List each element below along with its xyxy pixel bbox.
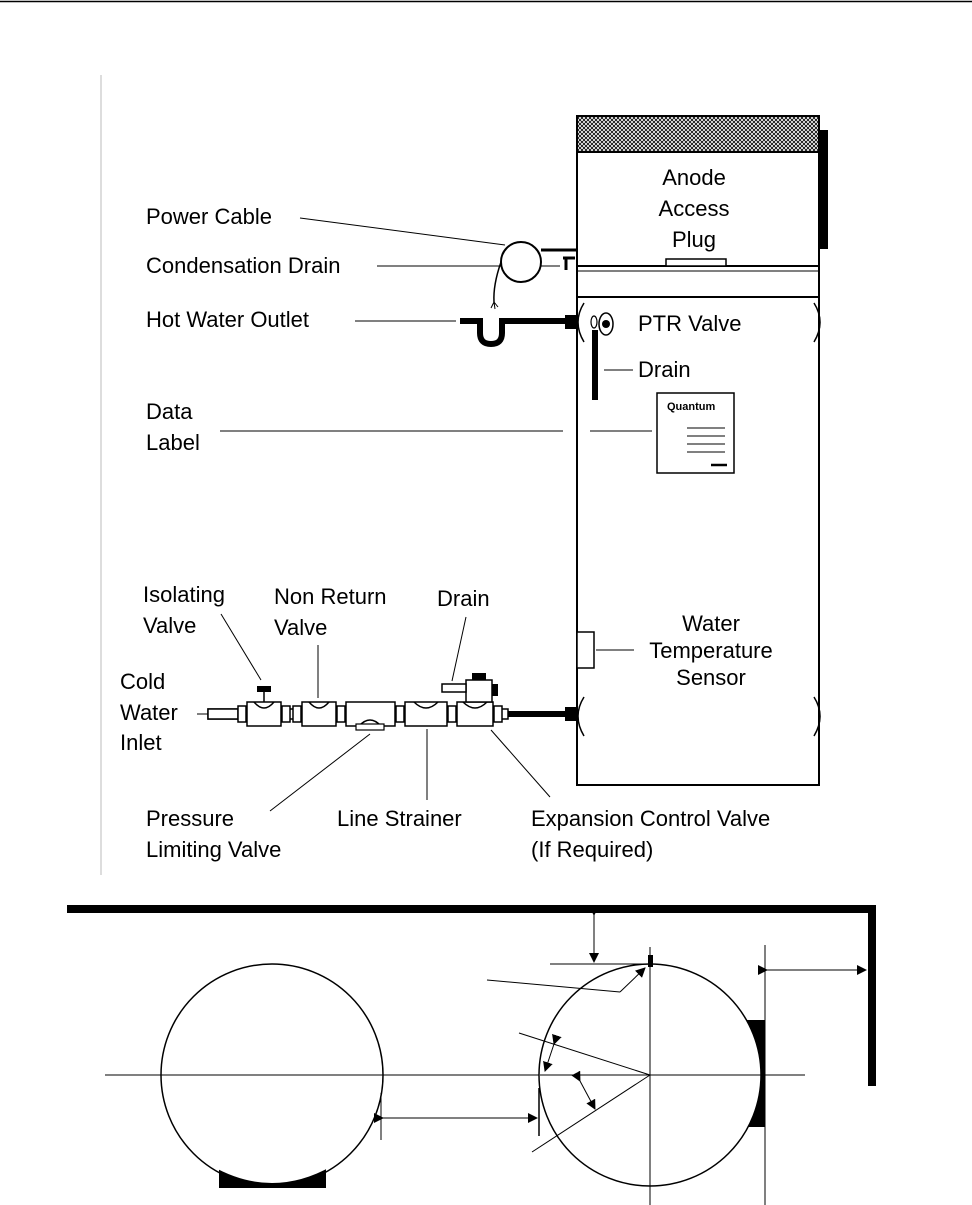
isolating-valve-label-2: Valve [143,613,196,638]
expansion-valve-body [456,701,494,727]
pressure-limiting-label-1: Pressure [146,806,234,831]
nut-4 [336,705,346,723]
expansion-valve-dome [462,701,488,709]
isolating-valve-dome [253,701,275,709]
top-grille [576,115,820,153]
fitting-right-bottom [813,696,821,737]
power-cable-coil [500,241,542,283]
drain-cock-outlet [441,683,467,693]
isolating-valve-body [246,701,282,727]
ptr-valve-label: PTR Valve [638,311,742,336]
hot-water-outlet-trap [460,318,566,348]
condensation-drain-label: Condensation Drain [146,253,340,278]
anode-plug [665,258,727,267]
angle-line-upper [518,1032,651,1076]
nut-3 [292,705,302,723]
isolating-valve-label-1: Isolating [143,582,225,607]
pressure-limiting-leader [269,733,371,812]
wall-right [868,905,876,1086]
nut-6 [447,705,457,723]
non-return-valve-body [301,701,337,727]
drain-cock-side [492,684,498,696]
expansion-valve-label-2: (If Required) [531,837,653,862]
pressure-limiting-valve-bottom [355,723,385,731]
nut-5 [395,705,405,723]
hot-water-outlet-label: Hot Water Outlet [146,307,309,332]
data-plate [656,392,735,474]
non-return-valve-label-1: Non Return [274,584,387,609]
anode-label-1: Anode [662,165,726,190]
angle-arrow-upper [543,1033,562,1072]
angle-line-lower [531,1074,651,1153]
data-label-line1: Data [146,399,193,424]
condensation-drain-stub [563,256,575,270]
temp-sensor-label-3: Sensor [676,665,746,690]
anode-label-2: Access [659,196,730,221]
angle-arrow-lower [571,1070,596,1110]
anode-label-3: Plug [672,227,716,252]
left-unit-base-mask [212,1166,332,1183]
fitting-left-top [577,302,585,343]
power-cable-ends [490,301,499,310]
power-cable-lead [493,261,502,303]
isolating-valve-handle [257,686,271,692]
fitting-right-top [813,302,821,343]
temp-sensor-label-1: Water [682,611,740,636]
cold-inlet-label-2: Water [120,700,178,725]
ptr-valve-stem [590,315,598,329]
upper-connections: Power Cable Condensation Drain Hot Water… [146,204,652,455]
right-unit-top-marker [648,955,653,967]
power-cable-label: Power Cable [146,204,272,229]
expansion-valve-label-1: Expansion Control Valve [531,806,770,831]
nut-1 [237,705,247,723]
cold-inlet-label-3: Inlet [120,730,162,755]
plan-view [67,905,876,1205]
temp-sensor-label-2: Temperature [649,638,773,663]
line-strainer-body [404,701,448,727]
power-cable-leader [299,217,506,246]
data-label-line2: Label [146,430,200,455]
data-plate-brand: Quantum [667,401,715,413]
line-strainer-dome [413,701,439,709]
inlet-pipe-stub [207,708,239,720]
drain-lower-label: Drain [437,586,490,611]
nut-7 [493,705,503,723]
cold-inlet-assembly: Cold Water Inlet [120,582,770,862]
cold-inlet-label-1: Cold [120,669,165,694]
nut-2 [281,705,291,723]
non-return-valve-dome [308,701,330,709]
ptr-valve-knob [602,320,610,328]
inlet-unit-fitting [565,707,576,721]
top-marker-pointer-tip [619,967,646,993]
expansion-valve-leader [490,729,551,798]
pressure-limiting-label-2: Limiting Valve [146,837,281,862]
isolating-valve-leader [220,613,262,681]
drain-lower-leader [451,616,467,682]
wall-top [67,905,876,913]
fitting-left-bottom [577,696,585,737]
hot-water-outlet-fitting [565,315,576,329]
drain-cock-handle [472,673,486,680]
top-marker-pointer [486,979,621,993]
side-panel [819,130,828,249]
drain-cock-body [465,679,493,703]
temp-sensor [576,631,595,669]
heat-pump-unit: Anode Access Plug PTR Valve Drain Quantu… [576,115,828,786]
non-return-valve-label-2: Valve [274,615,327,640]
line-strainer-label: Line Strainer [337,806,462,831]
drain-upper-label: Drain [638,357,691,382]
